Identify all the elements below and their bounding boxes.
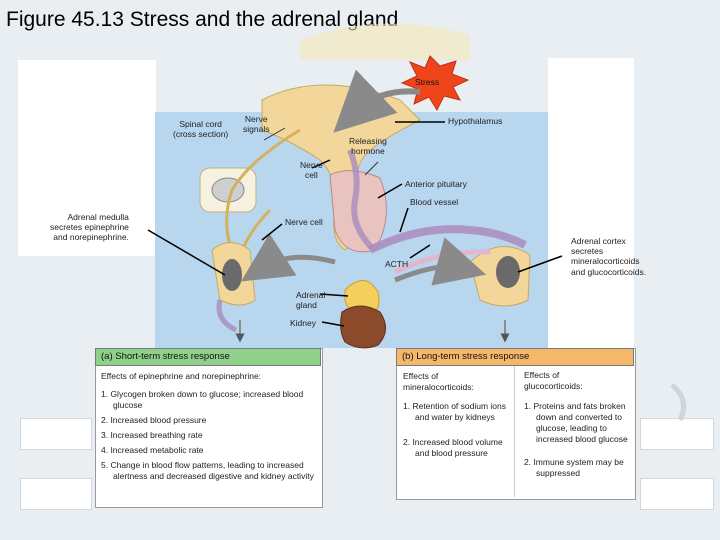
arrow-to-cortex [394,237,487,286]
label-releasing-hormone: Releasing hormone [349,136,387,157]
list-item: 1. Glycogen broken down to glucose; incr… [101,389,304,411]
label-acth: ACTH [385,259,409,269]
label-nerve-cell-top: Nerve cell [300,160,323,181]
long-term-panel [396,348,636,500]
leader-nerve-cell-top [311,159,331,169]
glucocorticoid-list: 1. Proteins and fats broken down and con… [524,401,630,483]
leader-nerve-signals [263,127,286,141]
long-term-heading: (b) Long-term stress response [396,348,634,366]
brain-ghost [300,23,470,60]
long-term-divider [514,366,515,497]
list-item: 1. Retention of sodium ions and water by… [403,401,507,423]
label-spinal-cord: Spinal cord (cross section) [173,119,229,140]
leader-nerve-cell-mid [261,223,283,241]
list-item: 5. Change in blood flow patterns, leadin… [101,460,314,482]
leader-adrenal-cortex [517,255,563,273]
label-kidney: Kidney [290,318,316,328]
pituitary-vessel [347,148,375,251]
page-title: Figure 45.13 Stress and the adrenal glan… [6,8,399,31]
label-adrenal-cortex: Adrenal cortex secretes mineralocorticoi… [571,236,647,277]
list-item: 2. Increased blood pressure [101,415,207,426]
background-panel [18,60,156,256]
label-blood-vessel: Blood vessel [410,197,459,207]
background-panel [548,58,634,348]
list-item: 1. Proteins and fats broken down and con… [524,401,628,445]
leader-adrenal-gland [319,293,349,297]
leader-kidney [321,321,345,327]
list-item: 2. Immune system may be suppressed [524,457,624,479]
adrenal-medulla-core [222,259,242,291]
background-box [640,418,714,450]
leader-adrenal-medulla [147,229,226,276]
stress-arrow [333,69,421,133]
mineralocorticoid-list: 1. Retention of sodium ions and water by… [403,401,511,463]
list-item: 3. Increased breathing rate [101,430,203,441]
blood-vessel [368,225,527,254]
list-item: 4. Increased metabolic rate [101,445,204,456]
medulla-vessel [216,299,238,333]
label-nerve-signals: Nerve signals [243,114,270,135]
background-box [20,418,92,450]
mineralocorticoid-intro: Effects of mineralocorticoids: [403,371,474,393]
side-arrow [670,383,687,422]
label-nerve-cell-mid: Nerve cell [285,217,323,227]
short-term-list: 1. Glycogen broken down to glucose; incr… [101,389,317,486]
nerve-fiber [225,128,301,261]
leader-releasing-hormone [364,161,379,176]
short-term-heading: (a) Short-term stress response [95,348,321,366]
label-stress: Stress [415,77,440,87]
glucocorticoid-intro: Effects of glucocorticoids: [524,370,583,392]
short-term-intro: Effects of epinephrine and norepinephrin… [101,371,262,381]
adrenal-cortex-core [496,256,520,288]
kidney [340,305,386,349]
background-box [640,478,714,510]
leader-anterior-pituitary [377,183,403,199]
label-hypothalamus: Hypothalamus [448,116,503,126]
label-adrenal-gland: Adrenal gland [296,290,326,311]
short-term-panel [95,348,323,508]
arrow-to-medulla [240,233,336,282]
label-adrenal-medulla: Adrenal medulla secretes epinephrine and… [50,212,129,243]
list-item: 2. Increased blood volume and blood pres… [403,437,503,459]
stress-burst [400,55,470,112]
leader-blood-vessel [399,207,409,233]
label-anterior-pituitary: Anterior pituitary [405,179,467,189]
background-box [20,478,92,510]
leader-acth [409,244,431,259]
